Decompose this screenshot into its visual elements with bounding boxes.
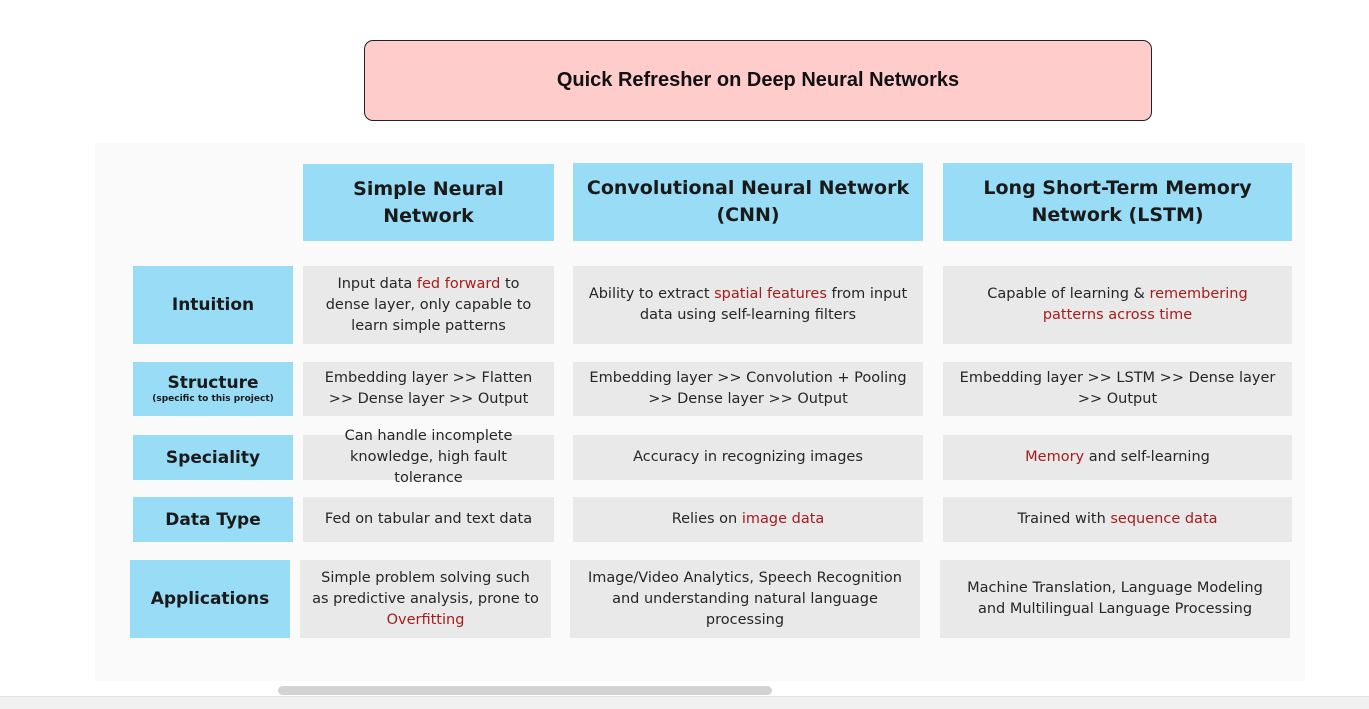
cell-text: Memory and self-learning [1025, 447, 1210, 468]
page-title: Quick Refresher on Deep Neural Networks [556, 69, 960, 91]
column-header-3: Long Short-Term Memory Network (LSTM) [943, 163, 1292, 241]
cell-text-part: Embedding layer >> LSTM >> Dense layer >… [959, 370, 1276, 407]
table-cell: Ability to extract spatial features from… [573, 266, 923, 344]
cell-text-part: Machine Translation, Language Modeling a… [967, 580, 1263, 617]
cell-text-part: Relies on [671, 511, 742, 527]
table-cell: Simple problem solving such as predictiv… [300, 560, 551, 638]
highlighted-text: image data [741, 511, 825, 527]
column-header-1: Simple Neural Network [303, 164, 554, 241]
highlighted-text: fed forward [416, 275, 501, 292]
cell-text-part: to dense layer, only capable to learn si… [325, 275, 532, 334]
cell-text: Simple problem solving such as predictiv… [312, 568, 539, 631]
cell-text: Embedding layer >> Flatten >> Dense laye… [315, 368, 542, 410]
row-header-applications: Applications [130, 560, 290, 638]
highlighted-text: Memory [1025, 449, 1085, 465]
table-cell: Embedding layer >> Convolution + Pooling… [573, 362, 923, 416]
cell-text: Ability to extract spatial features from… [585, 284, 911, 326]
cell-text: Accuracy in recognizing images [633, 447, 863, 468]
row-header-speciality: Speciality [133, 435, 293, 480]
row-header-label: Speciality [165, 447, 261, 468]
table-cell: Trained with sequence data [943, 497, 1292, 542]
column-header-2: Convolutional Neural Network (CNN) [573, 163, 923, 241]
highlighted-text: spatial features [714, 286, 827, 302]
cell-text: Embedding layer >> LSTM >> Dense layer >… [955, 368, 1280, 410]
row-header-data-type: Data Type [133, 497, 293, 542]
cell-text-part: from input data using self-learning filt… [639, 286, 908, 323]
table-cell: Machine Translation, Language Modeling a… [940, 560, 1290, 638]
cell-text-part: and self-learning [1084, 449, 1210, 465]
cell-text-part: Image/Video Analytics, Speech Recognitio… [587, 569, 902, 628]
highlighted-text: Overfitting [386, 611, 465, 628]
row-header-label: Structure [167, 373, 259, 393]
cell-text-part: Simple problem solving such as predictiv… [312, 569, 539, 607]
cell-text-part: Input data [337, 275, 417, 292]
row-header-sublabel: (specific to this project) [152, 394, 274, 404]
row-header-label: Data Type [165, 509, 261, 530]
table-cell: Memory and self-learning [943, 435, 1292, 480]
cell-text-part: Fed on tabular and text data [324, 511, 533, 527]
row-header-label: Intuition [171, 295, 255, 315]
cell-text: Can handle incomplete knowledge, high fa… [315, 426, 542, 489]
column-header-label: Convolutional Neural Network (CNN) [586, 177, 910, 226]
cell-text: Trained with sequence data [1017, 509, 1217, 530]
highlighted-text: remembering patterns across time [1042, 286, 1248, 323]
table-cell: Embedding layer >> Flatten >> Dense laye… [303, 362, 554, 416]
column-header-label: Long Short-Term Memory Network (LSTM) [983, 177, 1252, 226]
title-box: Quick Refresher on Deep Neural Networks [364, 40, 1152, 121]
table-cell: Accuracy in recognizing images [573, 435, 923, 480]
cell-text-part: Capable of learning & [987, 286, 1150, 302]
cell-text-part: Trained with [1017, 511, 1111, 527]
cell-text: Capable of learning & remembering patter… [955, 284, 1280, 326]
row-header-label: Applications [150, 589, 270, 609]
table-cell: Capable of learning & remembering patter… [943, 266, 1292, 344]
table-cell: Input data fed forward to dense layer, o… [303, 266, 554, 344]
cell-text: Input data fed forward to dense layer, o… [315, 274, 542, 337]
cell-text-part: Can handle incomplete knowledge, high fa… [344, 428, 513, 486]
cell-text: Machine Translation, Language Modeling a… [952, 578, 1278, 620]
table-cell: Fed on tabular and text data [303, 497, 554, 542]
table-cell: Embedding layer >> LSTM >> Dense layer >… [943, 362, 1292, 416]
cell-text-part: Embedding layer >> Flatten >> Dense laye… [324, 370, 533, 407]
cell-text: Relies on image data [672, 509, 825, 530]
cell-text-part: Embedding layer >> Convolution + Pooling… [589, 370, 907, 407]
cell-text: Fed on tabular and text data [325, 509, 532, 530]
table-cell: Can handle incomplete knowledge, high fa… [303, 428, 554, 486]
cell-text-part: Accuracy in recognizing images [633, 449, 863, 465]
cell-text-part: Ability to extract [588, 286, 715, 302]
table-cell: Image/Video Analytics, Speech Recognitio… [570, 560, 920, 638]
row-header-intuition: Intuition [133, 266, 293, 344]
row-header-structure: Structure(specific to this project) [133, 362, 293, 416]
highlighted-text: sequence data [1110, 511, 1218, 527]
table-cell: Relies on image data [573, 497, 923, 542]
bottom-bar [0, 696, 1369, 709]
cell-text: Embedding layer >> Convolution + Pooling… [585, 368, 911, 410]
horizontal-scrollbar-thumb[interactable] [278, 686, 772, 695]
column-header-label: Simple Neural Network [353, 177, 504, 227]
cell-text: Image/Video Analytics, Speech Recognitio… [582, 568, 908, 631]
